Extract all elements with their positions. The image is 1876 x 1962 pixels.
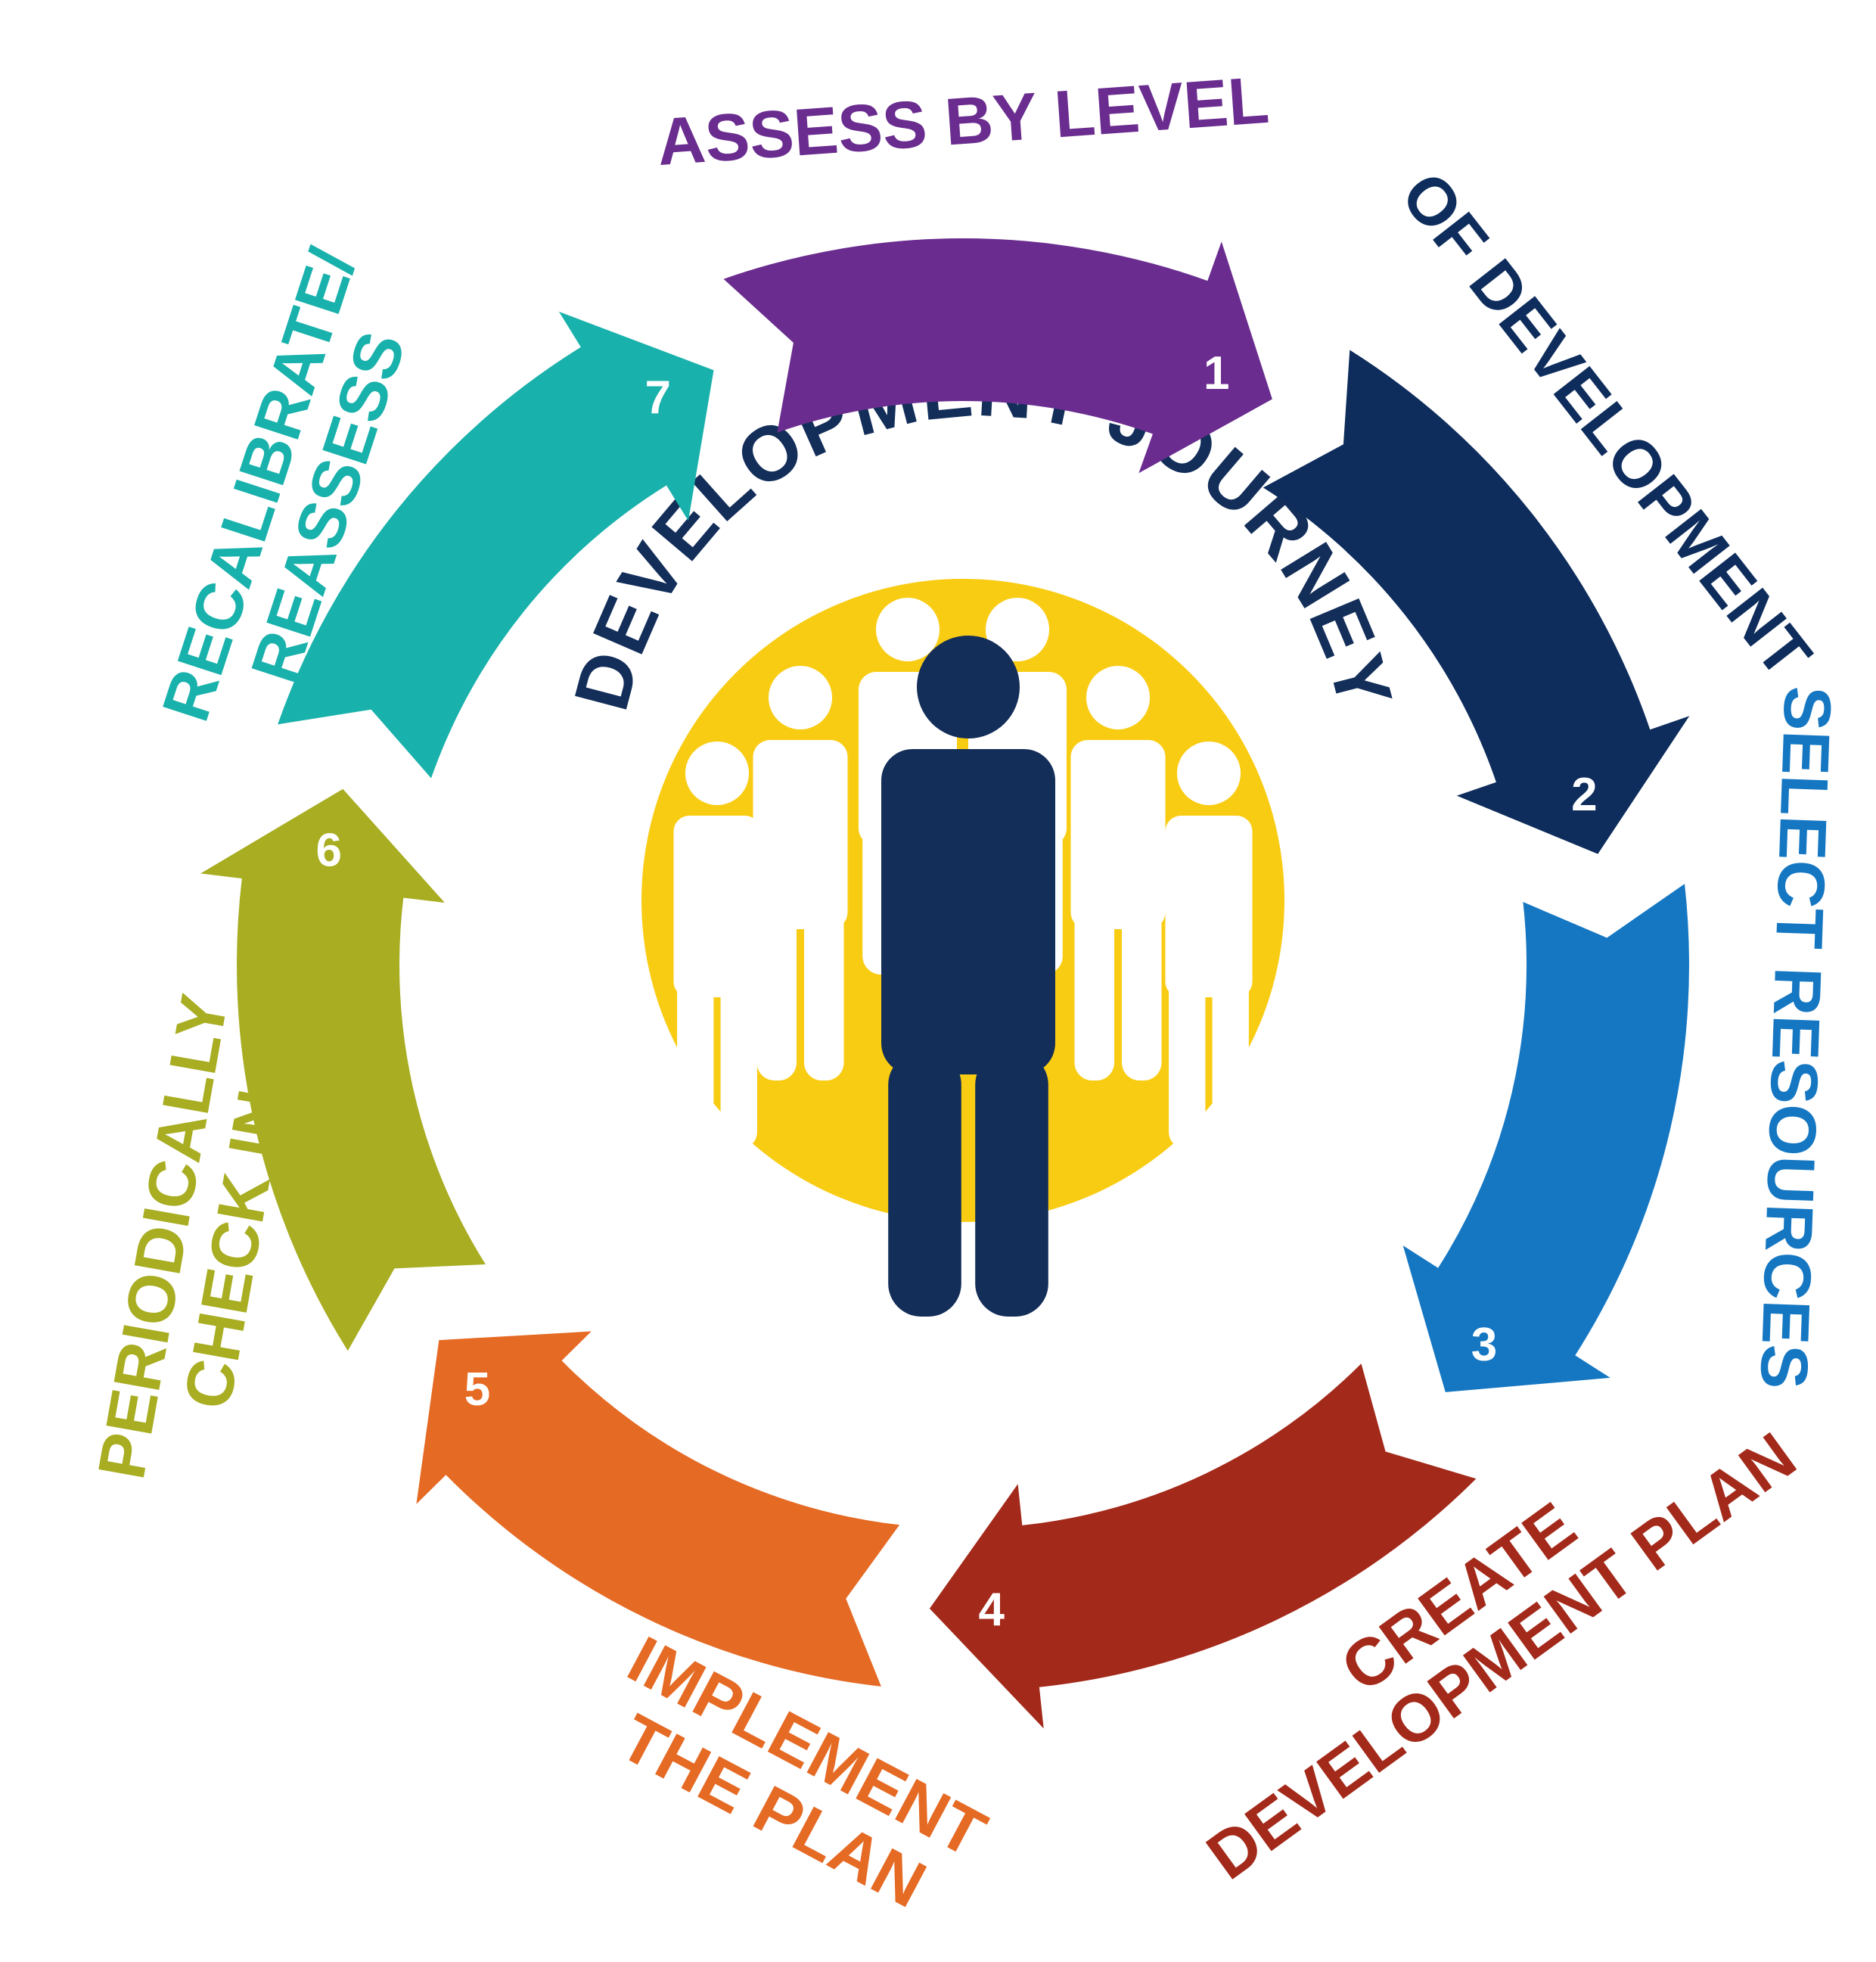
cycle-arrows: 1 2 3 4 5 6 7 xyxy=(200,238,1690,1729)
step-4-arrow xyxy=(929,1363,1477,1729)
step-3-number: 3 xyxy=(1471,1319,1497,1371)
step-3-arrow xyxy=(1402,884,1689,1392)
step-6-arrow xyxy=(200,788,486,1351)
step-7-number: 7 xyxy=(644,372,670,424)
step-2-arrow xyxy=(1263,350,1690,854)
step-7-arrow xyxy=(278,311,714,779)
leader-figure-icon xyxy=(881,636,1055,1317)
step-5-number: 5 xyxy=(464,1363,490,1416)
step-2-number: 2 xyxy=(1571,769,1597,821)
center-people-icon xyxy=(641,579,1284,1317)
step-1-number: 1 xyxy=(1204,347,1229,400)
step-4-number: 4 xyxy=(978,1584,1005,1636)
step-3-label: SELECT RESOURCES xyxy=(1747,685,1846,1390)
step-6-number: 6 xyxy=(316,824,342,876)
step-3-label-line: SELECT RESOURCES xyxy=(1747,685,1846,1390)
step-5-arrow xyxy=(416,1331,900,1687)
step-1-arrow xyxy=(723,238,1272,474)
step-1-label-line: ASSESS BY LEVEL xyxy=(654,62,1271,179)
step-1-label: ASSESS BY LEVEL xyxy=(654,62,1271,179)
